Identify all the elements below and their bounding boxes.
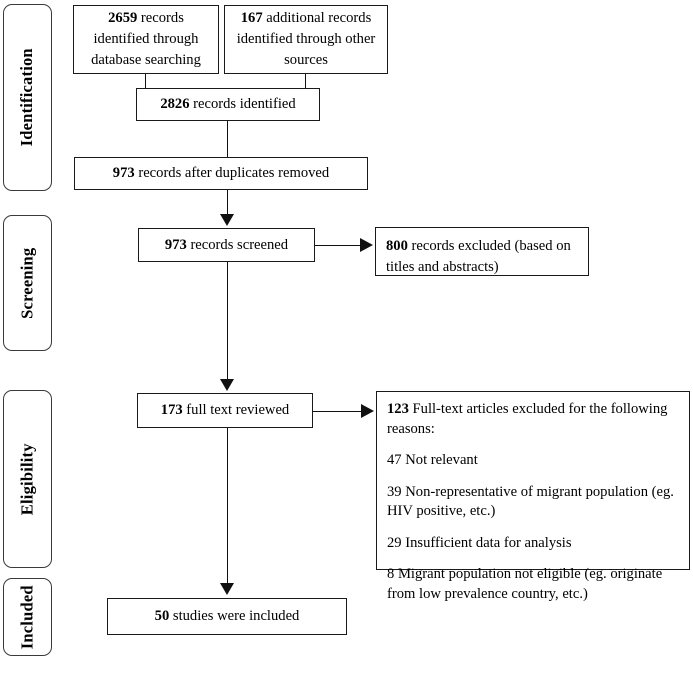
box-database-records-count: 2659 [108, 10, 138, 27]
box-other-records-text: additional records identified through ot… [236, 10, 376, 68]
exclusion-reasons-heading: 123 Full-text articles excluded for the … [387, 400, 679, 439]
connector-total-to-duplicates [227, 121, 228, 157]
connector-database-to-total [145, 74, 146, 89]
arrowhead-right-to-reasons [361, 404, 374, 418]
stage-box-screening: Screening [3, 215, 52, 351]
exclusion-reasons-list: 123 Full-text articles excluded for the … [387, 400, 679, 604]
stage-box-identification: Identification [3, 4, 52, 191]
box-studies-included-count: 50 [154, 608, 170, 625]
box-after-duplicates: 973 records after duplicates removed [74, 157, 368, 190]
box-database-records: 2659 records identified through database… [73, 5, 219, 74]
exclusion-reason-item: 8 Migrant population not eligible (eg. o… [387, 566, 663, 602]
box-records-screened-count: 973 [164, 236, 187, 253]
box-total-records-text: records identified [189, 96, 296, 113]
stage-box-eligibility: Eligibility [3, 390, 52, 568]
box-records-excluded-count: 800 [386, 238, 408, 254]
exclusion-reasons-heading-text: Full-text articles excluded for the foll… [387, 401, 668, 437]
exclusion-reason-item: 29 Insufficient data for analysis [387, 534, 572, 551]
box-full-text-reviewed: 173 full text reviewed [137, 393, 313, 428]
connector-duplicates-to-screened [227, 190, 228, 215]
exclusion-reason-item: 47 Not relevant [387, 452, 478, 469]
connector-other-to-total [305, 74, 306, 89]
connector-screened-to-fulltext [227, 262, 228, 380]
stage-box-included: Included [3, 578, 52, 656]
stage-label-identification: Identification [17, 48, 37, 147]
box-studies-included-text: studies were included [169, 608, 300, 625]
box-total-records-count: 2826 [160, 96, 190, 113]
box-full-text-reviewed-text: full text reviewed [182, 402, 290, 419]
exclusion-reason-item: 39 Non-representative of migrant populat… [387, 483, 674, 520]
arrowhead-down-to-screened [220, 214, 234, 226]
box-studies-included: 50 studies were included [107, 598, 347, 635]
box-total-records: 2826 records identified [136, 88, 320, 121]
arrowhead-right-to-excluded [360, 238, 373, 252]
box-after-duplicates-count: 973 [112, 165, 135, 182]
box-other-records-count: 167 [240, 10, 263, 27]
stage-label-included: Included [17, 585, 37, 649]
stage-label-eligibility: Eligibility [17, 443, 37, 515]
connector-screened-to-excluded [315, 245, 361, 246]
box-full-text-reviewed-count: 173 [160, 402, 183, 419]
box-exclusion-reasons: 123 Full-text articles excluded for the … [376, 391, 690, 602]
box-records-excluded-text: records excluded (based on titles and ab… [386, 238, 571, 275]
connector-fulltext-to-included [227, 428, 228, 584]
box-records-screened: 973 records screened [138, 228, 315, 262]
connector-fulltext-to-reasons [313, 411, 362, 412]
box-records-screened-text: records screened [186, 236, 289, 253]
arrowhead-down-to-fulltext [220, 379, 234, 391]
arrowhead-down-to-included [220, 583, 234, 595]
box-after-duplicates-text: records after duplicates removed [134, 165, 330, 182]
box-database-records-text: records identified through database sear… [91, 10, 201, 68]
box-other-records: 167 additional records identified throug… [224, 5, 388, 74]
exclusion-reasons-count: 123 [387, 401, 409, 417]
stage-label-screening: Screening [17, 247, 37, 319]
box-records-excluded: 800 records excluded (based on titles an… [375, 227, 589, 276]
